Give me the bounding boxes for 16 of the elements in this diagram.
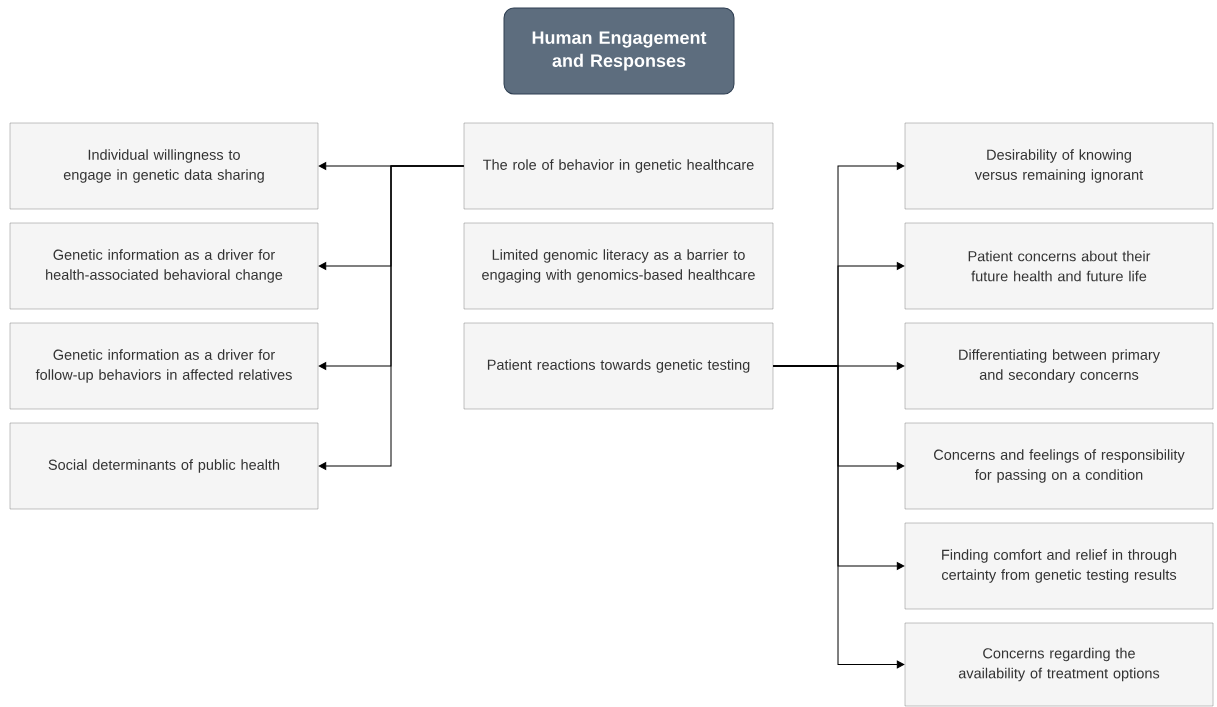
topic-box: Social determinants of public health <box>9 422 319 510</box>
title-box: Human Engagement and Responses <box>503 7 735 95</box>
topic-box: Desirability of knowing versus remaining ignorant <box>904 122 1214 210</box>
topic-box: Concerns regarding the availability of treatment options <box>904 622 1214 707</box>
topic-box: Concerns and feelings of responsibility for passing on a condition <box>904 422 1214 510</box>
topic-box: Patient concerns about their future health and future life <box>904 222 1214 310</box>
topic-box: Patient reactions towards genetic testing <box>463 322 774 410</box>
topic-box: The role of behavior in genetic healthcare <box>463 122 774 210</box>
arrow <box>772 365 905 669</box>
topic-box: Genetic information as a driver for health-associated behavioral change <box>9 222 319 310</box>
topic-box: Limited genomic literacy as a barrier to engaging with genomics-based healthcare <box>463 222 774 310</box>
topic-box: Individual willingness to engage in genetic data sharing <box>9 122 319 210</box>
arrow <box>318 165 465 470</box>
topic-box: Genetic information as a driver for follow-up behaviors in affected relatives <box>9 322 319 410</box>
topic-box: Finding comfort and relief in through certainty from genetic testing results <box>904 522 1214 610</box>
topic-box: Differentiating between primary and secondary concerns <box>904 322 1214 410</box>
